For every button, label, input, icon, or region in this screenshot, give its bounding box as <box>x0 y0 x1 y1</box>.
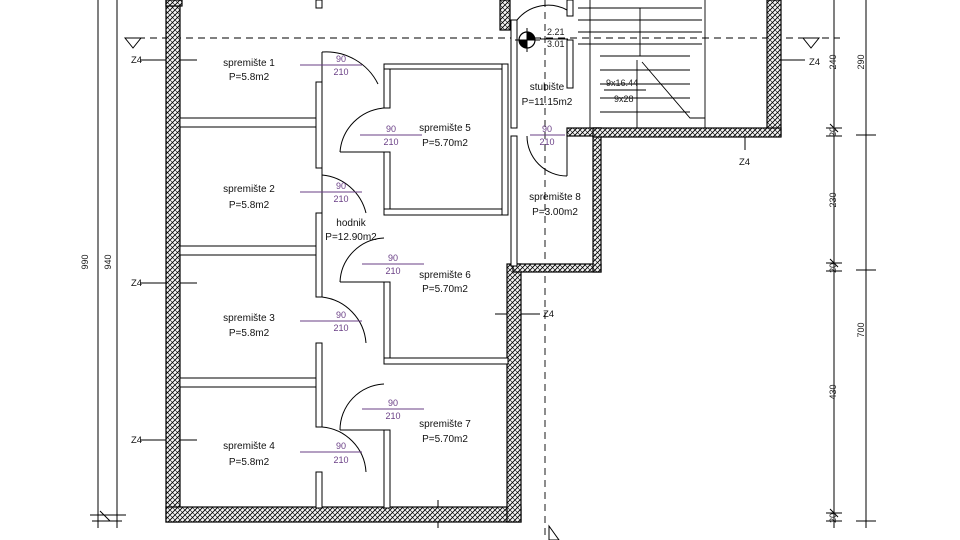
room-name-s1: spremište 1 <box>223 58 275 69</box>
svg-text:210: 210 <box>383 137 398 147</box>
right-dim-0: 290 <box>856 54 866 69</box>
door-tag-s3: 90 210 <box>300 310 362 333</box>
svg-text:90: 90 <box>336 181 346 191</box>
svg-text:90: 90 <box>388 398 398 408</box>
room-area-s4: P=5.8m2 <box>229 457 270 468</box>
room-name-hodnik: hodnik <box>336 218 366 229</box>
svg-text:210: 210 <box>385 411 400 421</box>
level-marker: 2.21 3.01 <box>515 27 568 52</box>
walls <box>165 0 782 523</box>
room-name-stubiste: stubište <box>530 82 565 93</box>
right-dim-1: 240 <box>828 54 838 69</box>
right-dim-2: 20 <box>828 127 838 137</box>
door-tag-s4: 90 210 <box>300 441 362 465</box>
door-tag-s6: 90 210 <box>362 253 424 276</box>
room-area-s7: P=5.70m2 <box>422 434 468 445</box>
right-dim-7: 20 <box>828 513 838 523</box>
room-area-stubiste: P=11.15m2 <box>522 97 573 108</box>
section-label-corridor: Z4 <box>543 309 554 320</box>
room-name-s2: spremište 2 <box>223 184 275 195</box>
stair-count-bottom: 9x28 <box>614 94 634 104</box>
door-tags: 90 210 90 210 90 210 90 210 90 210 90 21… <box>300 54 565 465</box>
room-name-s4: spremište 4 <box>223 441 275 452</box>
svg-text:90: 90 <box>336 54 346 64</box>
door-tag-s7: 90 210 <box>362 398 424 421</box>
room-area-s1: P=5.8m2 <box>229 72 270 83</box>
section-label-mid-left: Z4 <box>131 278 142 289</box>
right-dim-3: 230 <box>828 192 838 207</box>
right-dim-5: 700 <box>856 322 866 337</box>
doors <box>321 4 568 473</box>
section-label-top-right: Z4 <box>809 57 820 68</box>
level-marker-top: 2.21 <box>547 27 565 37</box>
room-name-s6: spremište 6 <box>419 270 471 281</box>
door-tag-s8: 90 210 <box>530 124 565 147</box>
room-area-s5: P=5.70m2 <box>422 138 468 149</box>
section-label-stair: Z4 <box>739 157 750 168</box>
svg-text:210: 210 <box>539 137 554 147</box>
stair-count-top: 9x16.44 <box>606 78 638 88</box>
svg-text:210: 210 <box>333 323 348 333</box>
room-labels: spremište 1 P=5.8m2 spremište 2 P=5.8m2 … <box>223 58 581 468</box>
svg-text:210: 210 <box>333 455 348 465</box>
right-dim-6: 430 <box>828 384 838 399</box>
section-labels: Z4 Z4 Z4 Z4 Z4 Z4 <box>131 55 820 446</box>
room-area-s2: P=5.8m2 <box>229 200 270 211</box>
door-tag-s1: 90 210 <box>300 54 362 77</box>
right-dimension-lines <box>826 0 876 528</box>
level-marker-bottom: 3.01 <box>547 39 565 49</box>
staircase <box>578 0 706 128</box>
room-area-s6: P=5.70m2 <box>422 284 468 295</box>
partitions <box>179 0 574 509</box>
section-label-bottom-left: Z4 <box>131 435 142 446</box>
svg-text:210: 210 <box>385 266 400 276</box>
room-area-hodnik: P=12.90m2 <box>325 232 377 243</box>
svg-text:90: 90 <box>336 310 346 320</box>
section-label-top-left: Z4 <box>131 55 142 66</box>
room-name-s3: spremište 3 <box>223 313 275 324</box>
room-area-s3: P=5.8m2 <box>229 328 270 339</box>
stair-labels: 9x16.44 9x28 <box>604 78 646 104</box>
door-tag-s2: 90 210 <box>300 181 362 204</box>
left-dimension-lines <box>90 0 126 528</box>
room-area-s8: P=3.00m2 <box>532 207 578 218</box>
svg-text:210: 210 <box>333 67 348 77</box>
right-dim-4: 20 <box>828 263 838 273</box>
left-dim-inner: 940 <box>103 254 113 269</box>
svg-text:90: 90 <box>388 253 398 263</box>
room-name-s8: spremište 8 <box>529 192 581 203</box>
room-name-s7: spremište 7 <box>419 419 471 430</box>
svg-text:90: 90 <box>386 124 396 134</box>
svg-text:90: 90 <box>336 441 346 451</box>
door-tag-s5: 90 210 <box>360 124 422 147</box>
right-dimension-labels: 290 240 20 230 20 700 430 20 <box>828 54 866 523</box>
left-dim-outer: 990 <box>80 254 90 269</box>
room-name-s5: spremište 5 <box>419 123 471 134</box>
left-dimension-labels: 990 940 <box>80 254 113 269</box>
svg-text:210: 210 <box>333 194 348 204</box>
svg-text:90: 90 <box>542 124 552 134</box>
